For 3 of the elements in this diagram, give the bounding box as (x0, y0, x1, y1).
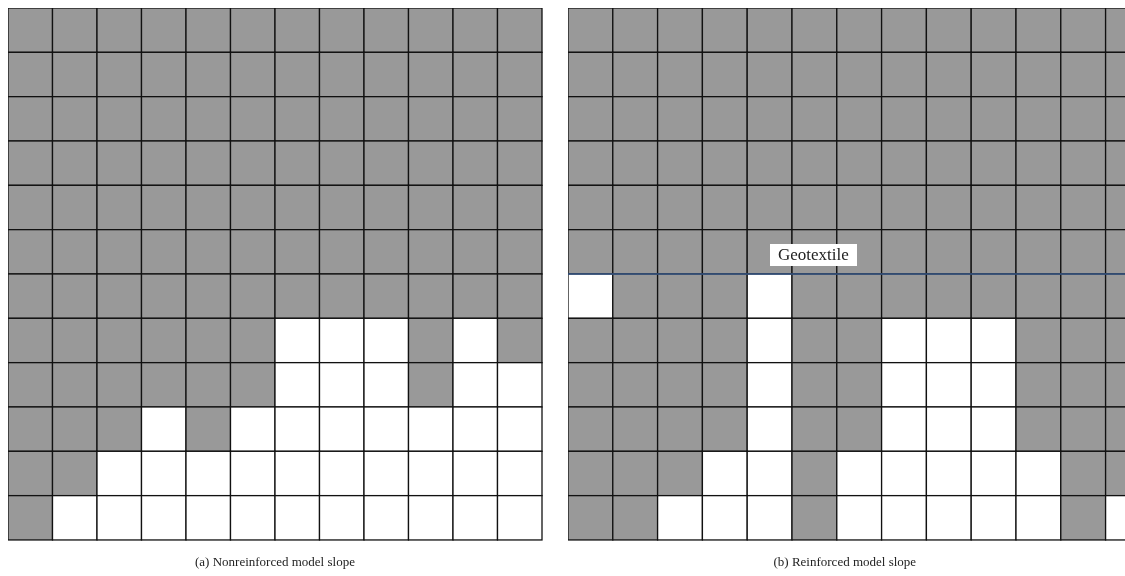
panel-caption: (b) Reinforced model slope (773, 554, 917, 570)
geotextile-label: Geotextile (770, 244, 857, 266)
panel-caption: (a) Nonreinforced model slope (195, 554, 355, 570)
